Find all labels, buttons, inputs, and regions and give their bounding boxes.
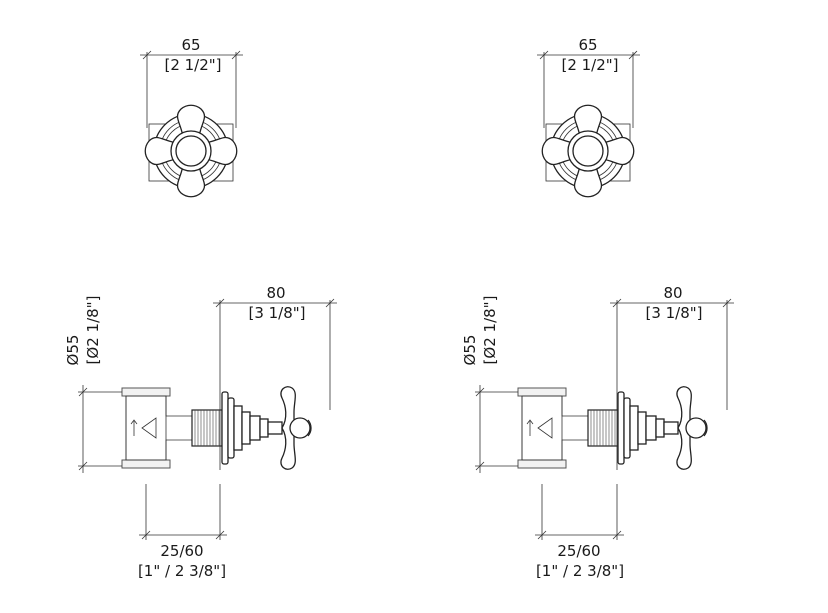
side-view-right: 80 [3 1/8"] Ø55 [Ø2 1/8"] 25/60 [1" / 2 …	[461, 284, 734, 580]
length-dim-label: 80	[663, 284, 682, 302]
front-view-right: 65 [2 1/2"]	[537, 36, 640, 198]
length-dim-label: 80	[266, 284, 285, 302]
width-dim-label: 65	[578, 36, 597, 54]
diameter-dim-label-imperial: [Ø2 1/8"]	[481, 296, 499, 365]
depth-dim-label-imperial: [1" / 2 3/8"]	[536, 562, 624, 580]
depth-dim-label: 25/60	[557, 542, 600, 560]
depth-dim-label-imperial: [1" / 2 3/8"]	[138, 562, 226, 580]
side-view-left: 80 [3 1/8"] Ø55 [Ø2 1/8"] 25/60 [1" / 2 …	[64, 284, 337, 580]
depth-dim-label: 25/60	[160, 542, 203, 560]
length-dim-label-imperial: [3 1/8"]	[248, 304, 305, 322]
width-dim-label-imperial: [2 1/2"]	[164, 56, 221, 74]
front-view-left: 65 [2 1/2"]	[140, 36, 243, 198]
width-dim-label-imperial: [2 1/2"]	[561, 56, 618, 74]
diameter-dim-label: Ø55	[461, 335, 479, 366]
length-dim-label-imperial: [3 1/8"]	[645, 304, 702, 322]
width-dim-label: 65	[181, 36, 200, 54]
diameter-dim-label: Ø55	[64, 335, 82, 366]
diameter-dim-label-imperial: [Ø2 1/8"]	[84, 296, 102, 365]
